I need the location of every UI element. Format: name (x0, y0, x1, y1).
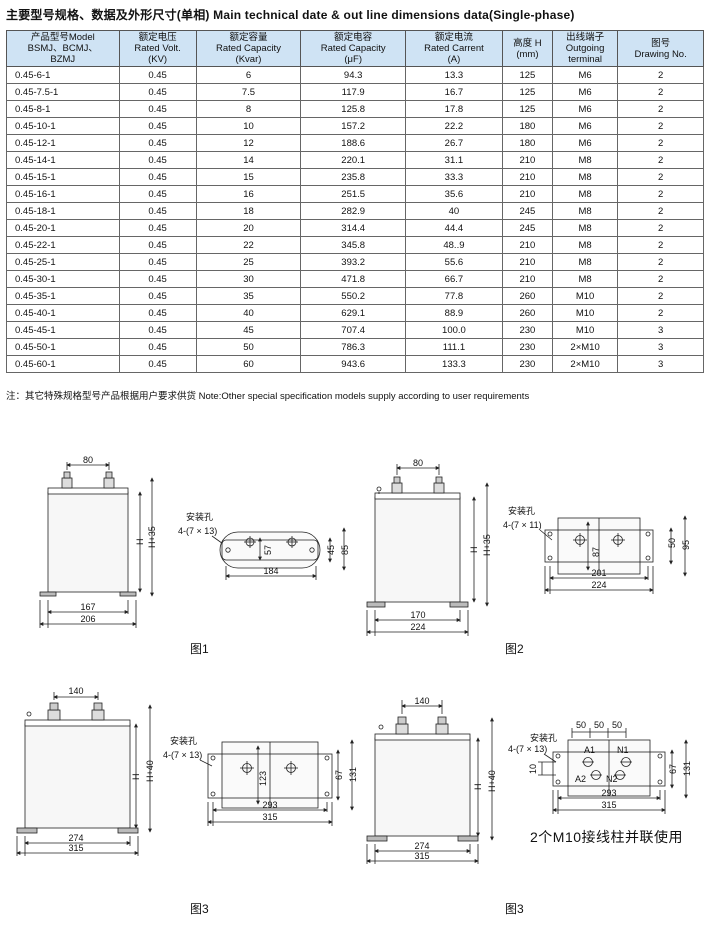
footnote: 注：其它特殊规格型号产品根据用户要求供货 Note:Other special … (6, 391, 530, 402)
svg-text:293: 293 (262, 800, 277, 810)
table-cell: 60 (195, 355, 302, 373)
d1-top-dim: 80 (83, 455, 93, 465)
parallel-terminal-note: 2个M10接线柱并联使用 (530, 829, 684, 845)
svg-text:315: 315 (601, 800, 616, 810)
svg-text:50: 50 (612, 720, 622, 730)
svg-text:H+40: H+40 (487, 770, 497, 792)
svg-text:87: 87 (591, 547, 601, 557)
svg-text:安装孔: 安装孔 (170, 735, 197, 746)
table-cell: 0.45 (118, 355, 197, 373)
drawing-3: 140 H H+40 274 315 安装孔 4-(7 × 13) 123 67… (16, 686, 358, 856)
table-cell: 0.45-60-1 (6, 355, 120, 373)
svg-text:50: 50 (594, 720, 604, 730)
drawing-4: 140 H H+40 274 315 安装孔 4-(7 × 13) A1 N1 … (366, 696, 692, 864)
table-cell: 3 (617, 355, 704, 373)
drawing-4-caption: 图3 (505, 902, 524, 916)
svg-text:123: 123 (258, 771, 268, 786)
svg-text:4-(7 × 13): 4-(7 × 13) (178, 526, 217, 536)
svg-text:80: 80 (413, 458, 423, 468)
svg-text:274: 274 (68, 833, 83, 843)
svg-text:N2: N2 (606, 774, 618, 784)
svg-text:95: 95 (681, 540, 691, 550)
svg-text:A1: A1 (584, 745, 595, 755)
svg-text:206: 206 (80, 614, 95, 624)
svg-text:H+35: H+35 (482, 534, 492, 556)
svg-text:H: H (469, 547, 479, 554)
svg-text:A2: A2 (575, 774, 586, 784)
svg-text:4-(7 × 13): 4-(7 × 13) (163, 750, 202, 760)
svg-text:140: 140 (68, 686, 83, 696)
svg-text:安装孔: 安装孔 (530, 732, 557, 743)
svg-text:315: 315 (414, 851, 429, 861)
svg-text:H+40: H+40 (145, 760, 155, 782)
svg-text:274: 274 (414, 841, 429, 851)
svg-text:170: 170 (410, 610, 425, 620)
svg-text:45: 45 (326, 545, 336, 555)
svg-text:131: 131 (682, 761, 692, 776)
svg-text:H+35: H+35 (147, 526, 157, 548)
svg-text:H: H (473, 784, 483, 791)
svg-text:201: 201 (591, 568, 606, 578)
drawing-2: 80 H H+35 170 224 安装孔 4-(7 × 11) 87 50 9… (366, 458, 691, 636)
table-cell: 2×M10 (551, 355, 619, 373)
svg-text:131: 131 (348, 767, 358, 782)
svg-text:85: 85 (340, 545, 350, 555)
svg-text:安装孔: 安装孔 (508, 505, 535, 516)
svg-text:H: H (131, 774, 141, 781)
svg-text:50: 50 (667, 538, 677, 548)
page-title: 主要型号规格、数据及外形尺寸(单相) Main technical date &… (6, 8, 575, 22)
svg-text:184: 184 (263, 566, 278, 576)
svg-text:67: 67 (334, 770, 344, 780)
svg-text:4-(7 × 13): 4-(7 × 13) (508, 744, 547, 754)
svg-text:安装孔: 安装孔 (186, 511, 213, 522)
svg-text:H: H (135, 539, 145, 546)
table-cell: 2 (617, 202, 704, 220)
drawing-2-caption: 图2 (505, 642, 524, 656)
svg-text:315: 315 (262, 812, 277, 822)
svg-text:N1: N1 (617, 745, 629, 755)
svg-text:293: 293 (601, 788, 616, 798)
svg-text:50: 50 (576, 720, 586, 730)
drawing-1-caption: 图1 (190, 642, 209, 656)
svg-text:57: 57 (263, 545, 273, 555)
svg-text:4-(7 × 11): 4-(7 × 11) (503, 520, 542, 530)
svg-text:224: 224 (410, 622, 425, 632)
svg-text:67: 67 (668, 764, 678, 774)
svg-text:167: 167 (80, 602, 95, 612)
drawing-3-caption: 图3 (190, 902, 209, 916)
svg-text:140: 140 (414, 696, 429, 706)
svg-text:10: 10 (528, 764, 538, 774)
drawing-1: 80 H H+35 167 206 安装孔 4-(7 × 13) 57 45 8… (39, 455, 350, 628)
svg-text:315: 315 (68, 843, 83, 853)
table-cell: M6 (551, 66, 619, 84)
svg-text:224: 224 (591, 580, 606, 590)
